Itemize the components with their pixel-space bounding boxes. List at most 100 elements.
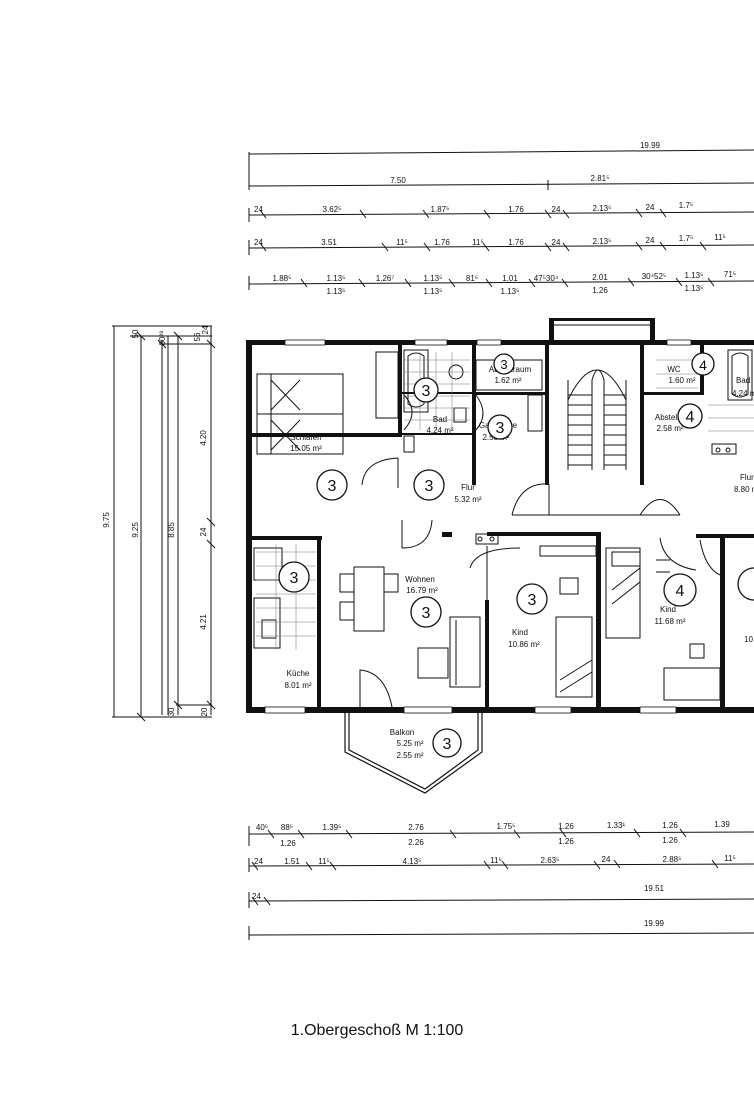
dim-top-r4-6: 24 <box>552 238 561 247</box>
marker-schlafen: 3 <box>328 478 337 495</box>
room-name-wohnen: Wohnen <box>405 575 435 584</box>
dim-left-top-1: 30²⁸ <box>158 331 167 346</box>
bottom-dimension-ticks <box>251 828 719 906</box>
dim-bot-r1b-2: 1.26 <box>558 837 574 846</box>
marker-wc: 4 <box>699 357 707 373</box>
top-dimension-ticks <box>259 208 715 288</box>
dim-bot-r2-4: 11⁵ <box>490 856 502 865</box>
dim-left-seg2: 24 <box>199 527 208 536</box>
dim-bot-r2-1: 1.51 <box>284 857 300 866</box>
dim-left-mid: 9.25 <box>131 522 140 538</box>
dim-top-r5a-4: 81⁵ <box>466 274 478 283</box>
dim-top-r5a-9: 1.13⁵ <box>685 271 704 280</box>
plan-caption: 1.Obergeschoß M 1:100 <box>290 1022 464 1039</box>
marker-garderobe: 3 <box>496 420 505 437</box>
balcony-area-2: 2.55 m² <box>396 751 423 760</box>
room-name-flur: Flur <box>461 483 475 492</box>
room-area-wohnen: 16.79 m² <box>406 586 438 595</box>
dim-top-total: 19.99 <box>640 141 661 150</box>
top-dimension-chains <box>248 149 754 290</box>
dim-left-bot-1: 20 <box>200 707 209 716</box>
marker-wohnen: 3 <box>422 605 431 622</box>
dim-bot-r3-0: 24 <box>252 892 261 901</box>
room-area-bad: 4.24 m² <box>426 426 453 435</box>
dim-left-seg3: 4.21 <box>199 614 208 630</box>
balcony-area-1: 5.25 m² <box>396 739 423 748</box>
dim-bot-r1a-2: 1.39⁵ <box>323 823 342 832</box>
dim-top-r3-4: 24 <box>552 205 561 214</box>
dim-bot-r2-7: 2.88⁵ <box>663 855 682 864</box>
dim-top-r5b-3: 1.26 <box>592 286 608 295</box>
room-area-kind-2: 11.68 m² <box>655 617 686 626</box>
dim-top-r3-1: 3.62⁵ <box>323 205 342 214</box>
marker-flur: 3 <box>425 478 434 495</box>
dim-top-r4-10: 11⁵ <box>714 233 726 242</box>
room-name-abstellraum-2: Abstellraum <box>655 413 698 422</box>
dim-top-r4-9: 1.7⁵ <box>679 234 693 243</box>
dim-top-r2-b: 2.81⁵ <box>591 174 610 183</box>
dim-top-r3-3: 1.76 <box>508 205 524 214</box>
stair-structure <box>554 324 650 470</box>
room-name-kueche: Küche <box>287 669 310 678</box>
balcony-outline <box>344 713 483 794</box>
balcony-name: Balkon <box>390 728 414 737</box>
room-area-bad-2: 4.24 m² <box>732 389 754 398</box>
dim-top-r4-1: 3.51 <box>321 238 337 247</box>
room-name-wc: WC <box>667 365 681 374</box>
marker-abstellraum: 3 <box>500 357 507 372</box>
dim-bot-r2-6: 24 <box>602 855 611 864</box>
room-area-schlafen: 15.05 m² <box>290 444 322 453</box>
room-name-schlafen: Schlafen <box>290 433 321 442</box>
dim-top-r3-7: 1.7⁵ <box>679 201 693 210</box>
dim-left-seg1: 4.20 <box>199 430 208 446</box>
marker-kueche: 3 <box>290 570 299 587</box>
marker-kind: 3 <box>528 592 537 609</box>
room-name-bad: Bad <box>433 415 447 424</box>
left-dimension-chains <box>112 325 212 718</box>
dim-bot-r1a-1: 88⁵ <box>281 823 293 832</box>
dim-top-r5b-0: 1.13⁵ <box>327 287 346 296</box>
marker-kind-2: 4 <box>676 583 685 600</box>
room-area-wc: 1.60 m² <box>668 376 695 385</box>
dim-left-top-3: 24 <box>201 325 210 334</box>
dim-bot-r2-3: 4.13⁵ <box>403 857 422 866</box>
room-name-bad-2: Bad <box>736 376 750 385</box>
door-swings <box>359 394 721 708</box>
dim-bot-r1b-1: 2.26 <box>408 838 424 847</box>
marker-abstellraum-2: 4 <box>686 409 695 426</box>
bottom-dimension-chains <box>248 826 754 940</box>
dim-bot-r1a-7: 1.26 <box>662 821 678 830</box>
dim-bot-r1a-5: 1.26 <box>558 822 574 831</box>
dim-bot-r1b-0: 1.26 <box>280 839 296 848</box>
room-name-kind: Kind <box>512 628 528 637</box>
dim-top-r5b-4: 1.13⁵ <box>685 284 704 293</box>
dim-top-r5a-1: 1.13⁵ <box>327 274 346 283</box>
dim-left-top-0: 50 <box>131 329 140 338</box>
apartment-markers <box>278 352 754 758</box>
dim-top-r5a-3: 1.13⁵ <box>424 274 443 283</box>
dim-top-r5a-2: 1.26⁷ <box>376 274 395 283</box>
stairwell-doors <box>511 483 681 516</box>
dim-top-r3-5: 2.13⁵ <box>593 204 612 213</box>
dim-bot-r4-0: 19.99 <box>644 919 665 928</box>
room-area-abstellraum: 1.62 m² <box>494 376 521 385</box>
dim-bot-r1a-6: 1.33¹ <box>607 821 626 830</box>
dim-top-r5a-10: 71⁵ <box>724 270 736 279</box>
dim-left-outer: 9.75 <box>102 512 111 528</box>
dim-bot-r3-1: 19.51 <box>644 884 665 893</box>
dim-top-r4-0: 24 <box>254 238 263 247</box>
dim-top-r4-5: 1.76 <box>508 238 524 247</box>
dim-left-top-2: 56 <box>193 332 202 341</box>
dim-left-bot-0: 30 <box>167 707 176 716</box>
dim-top-r5a-5: 1.01 <box>502 274 518 283</box>
dim-bot-r1b-3: 1.26 <box>662 836 678 845</box>
marker-bad: 3 <box>422 383 431 400</box>
room-area-kind: 10.86 m² <box>508 640 540 649</box>
dim-bot-r1a-3: 2.76 <box>408 823 424 832</box>
left-dimension-ticks <box>136 331 216 722</box>
dim-bot-r1a-4: 1.75⁵ <box>497 822 516 831</box>
dim-bot-r2-0: 24 <box>254 857 263 866</box>
dim-top-r3-0: 24 <box>254 205 263 214</box>
dim-left-inner: 8.85 <box>167 522 176 538</box>
